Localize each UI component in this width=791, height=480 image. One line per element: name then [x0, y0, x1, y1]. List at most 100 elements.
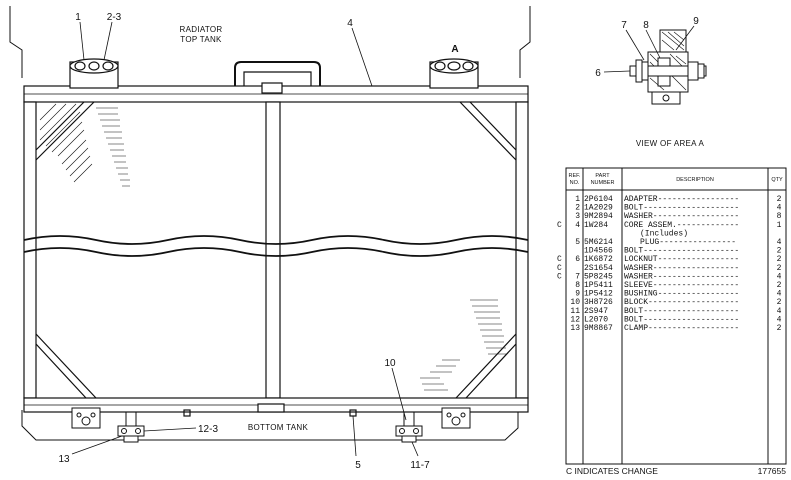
callout-13: 13	[58, 454, 70, 465]
change-marker: C	[557, 221, 562, 230]
bottom-tank-label: BOTTOM TANK	[248, 423, 309, 432]
part-number: 1K6872	[584, 255, 613, 264]
quantity: 4	[777, 272, 782, 281]
ref-number: 8	[575, 281, 580, 290]
ref-number: 7	[575, 272, 580, 281]
quantity: 4	[777, 315, 782, 324]
area-a-label: A	[451, 44, 458, 55]
part-number: 1D4566	[584, 247, 613, 256]
bottom-outlet-clamp-left	[117, 411, 145, 443]
part-description: ADAPTER-----------------	[624, 195, 739, 204]
top-tank-label-line2: TOP TANK	[180, 35, 222, 44]
part-description: BUSHING-----------------	[624, 290, 739, 299]
break-lines	[23, 235, 529, 257]
leader-lines	[71, 21, 419, 457]
radiator-drawing	[9, 6, 531, 443]
parts-table-grid	[565, 167, 787, 465]
part-description: CLAMP-------------------	[624, 324, 739, 333]
callout-7: 7	[621, 20, 627, 31]
change-marker: C	[557, 272, 562, 281]
view-of-area-a-caption: VIEW OF AREA A	[636, 139, 705, 148]
part-number: 9M2894	[584, 212, 613, 221]
header-ref-line1: REF.	[569, 173, 581, 179]
center-post	[265, 101, 281, 399]
quantity: 4	[777, 204, 782, 213]
part-number: 5P8245	[584, 272, 613, 281]
part-description: WASHER------------------	[624, 272, 739, 281]
mounting-plate-left	[71, 407, 101, 429]
ref-number: 2	[575, 204, 580, 213]
housing-outline	[9, 6, 531, 441]
ref-number: 9	[575, 290, 580, 299]
drawing-labels: RADIATOR TOP TANK BOTTOM TANK A 1 2-3 4 …	[58, 12, 458, 471]
callout-12-3: 12-3	[198, 424, 218, 435]
header-ref-line2: NO.	[570, 180, 580, 186]
ref-number: 1	[575, 195, 580, 204]
quantity: 2	[777, 324, 782, 333]
top-adapter-right	[429, 58, 479, 89]
callout-4: 4	[347, 18, 353, 29]
quantity: 4	[777, 307, 782, 316]
ref-number: 10	[570, 298, 580, 307]
header-qty: QTY	[771, 177, 783, 183]
part-number: L2070	[584, 315, 608, 324]
part-description: PLUG----------------	[640, 238, 736, 247]
quantity: 1	[777, 221, 782, 230]
bottom-tank	[23, 397, 529, 413]
quantity: 4	[777, 290, 782, 299]
part-number: 2P6104	[584, 195, 613, 204]
part-description: BOLT--------------------	[624, 247, 739, 256]
header-description: DESCRIPTION	[676, 177, 714, 183]
change-marker: C	[557, 255, 562, 264]
mounting-plate-right	[441, 407, 471, 429]
part-number: 9M8867	[584, 324, 613, 333]
part-number: 1P5411	[584, 281, 613, 290]
quantity: 8	[777, 212, 782, 221]
part-description: WASHER------------------	[624, 212, 739, 221]
callout-11-7: 11-7	[410, 460, 430, 471]
drawing-number: 177655	[758, 466, 787, 476]
change-marker: C	[557, 264, 562, 273]
part-description: (Includes)	[640, 229, 688, 238]
quantity: 2	[777, 264, 782, 273]
ref-number: 11	[570, 307, 580, 316]
top-adapter-left	[69, 58, 119, 89]
callout-9: 9	[693, 16, 699, 27]
callout-10: 10	[384, 358, 396, 369]
quantity: 2	[777, 281, 782, 290]
part-number: 1A2029	[584, 204, 613, 213]
quantity: 2	[777, 298, 782, 307]
drain-plug-left	[183, 409, 191, 417]
detail-view-area-a	[603, 25, 707, 105]
callout-2-3-top: 2-3	[107, 12, 122, 23]
part-description: WASHER------------------	[624, 264, 739, 273]
ref-number: 5	[575, 238, 580, 247]
core-panel-right	[279, 101, 517, 399]
part-description: BOLT--------------------	[624, 204, 739, 213]
callout-6: 6	[595, 68, 601, 79]
header-part-line2: NUMBER	[591, 180, 615, 186]
part-number: 1W284	[584, 221, 608, 230]
part-number: 2S1654	[584, 264, 613, 273]
ref-number: 6	[575, 255, 580, 264]
top-tank-label-line1: RADIATOR	[180, 25, 223, 34]
bottom-outlet-block-right	[395, 411, 423, 443]
diagonal-braces	[35, 101, 517, 399]
ref-number: 3	[575, 212, 580, 221]
callout-5: 5	[355, 460, 361, 471]
callout-8: 8	[643, 20, 649, 31]
ref-number: 12	[570, 315, 580, 324]
top-tank	[23, 61, 529, 103]
part-number: 5M6214	[584, 238, 613, 247]
quantity: 2	[777, 195, 782, 204]
core-fin-hatching	[39, 103, 506, 391]
ref-number: 4	[575, 221, 580, 230]
ref-number: 13	[570, 324, 580, 333]
part-description: BOLT--------------------	[624, 307, 739, 316]
part-description: BLOCK-------------------	[624, 298, 739, 307]
quantity: 2	[777, 247, 782, 256]
part-description: SLEEVE------------------	[624, 281, 739, 290]
